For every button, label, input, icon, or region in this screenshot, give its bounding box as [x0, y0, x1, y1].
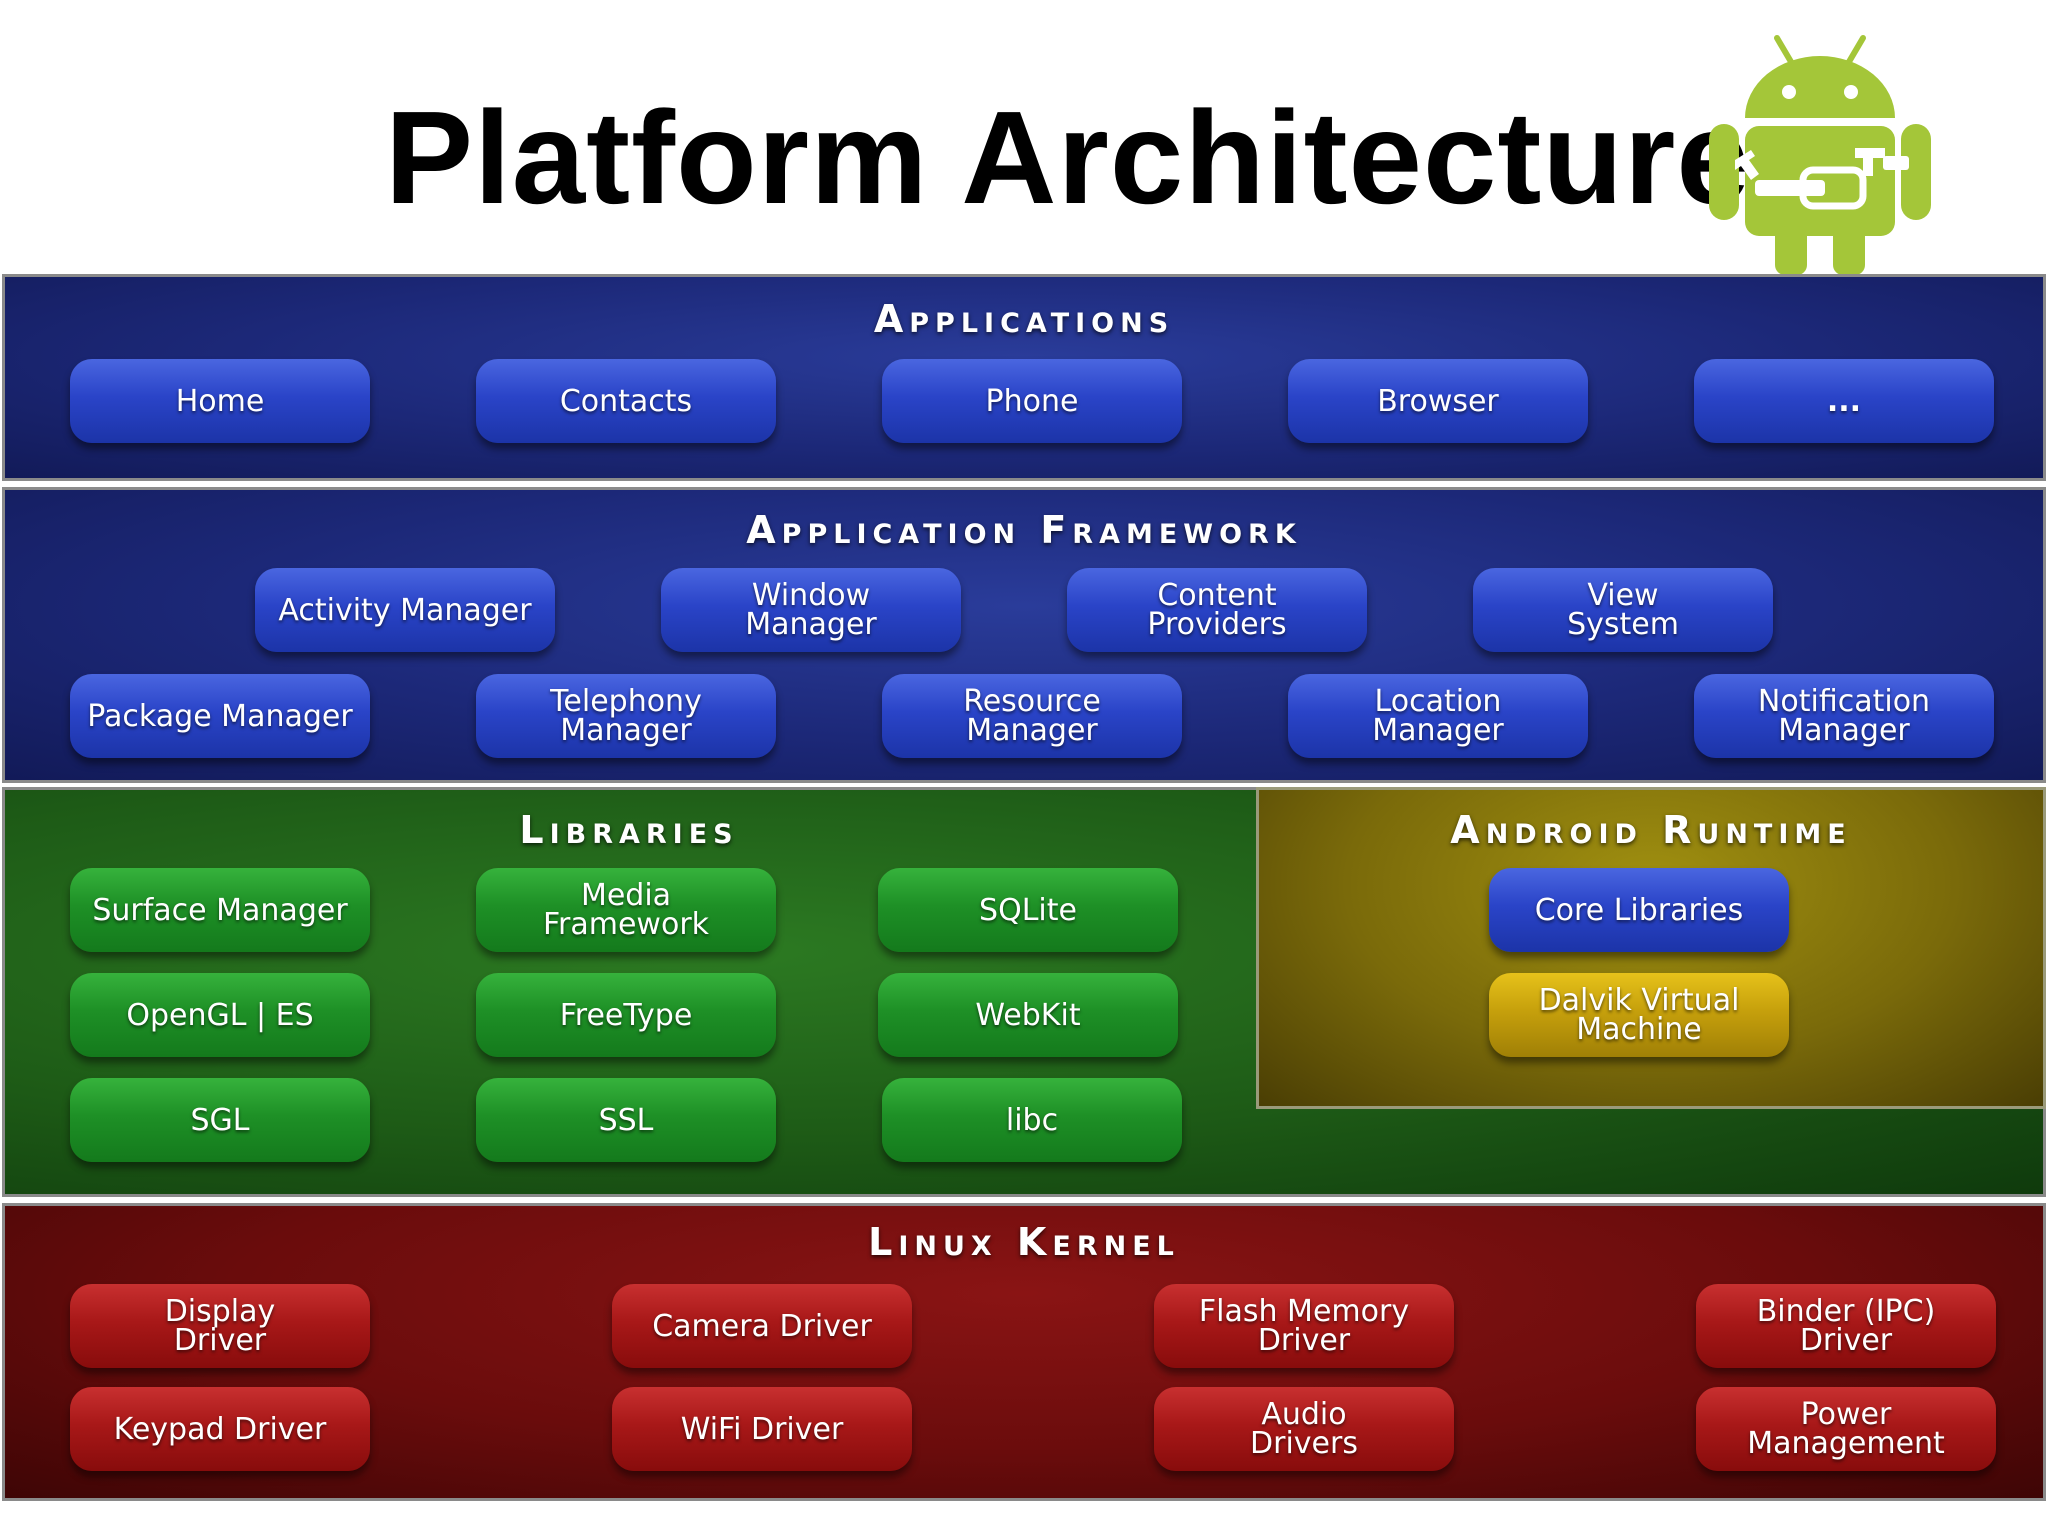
framework-location-manager: Location Manager: [1288, 674, 1588, 758]
kernel-audio-drivers: Audio Drivers: [1154, 1387, 1454, 1471]
runtime-dalvik-virtual-machine: Dalvik Virtual Machine: [1489, 973, 1789, 1057]
library-opengl-es: OpenGL | ES: [70, 973, 370, 1057]
app-phone: Phone: [882, 359, 1182, 443]
android-robot-with-tools-icon: [1709, 35, 1931, 275]
kernel-display-driver: Display Driver: [70, 1284, 370, 1368]
libraries-heading: Libraries: [519, 808, 739, 852]
app-more: ...: [1694, 359, 1994, 443]
kernel-wifi-driver: WiFi Driver: [612, 1387, 912, 1471]
page-title: Platform Architecture: [385, 84, 1751, 231]
app-browser: Browser: [1288, 359, 1588, 443]
library-surface-manager: Surface Manager: [70, 868, 370, 952]
kernel-flash-memory-driver: Flash Memory Driver: [1154, 1284, 1454, 1368]
library-media-framework: Media Framework: [476, 868, 776, 952]
framework-resource-manager: Resource Manager: [882, 674, 1182, 758]
library-sgl: SGL: [70, 1078, 370, 1162]
kernel-power-management: Power Management: [1696, 1387, 1996, 1471]
libraries-layer: Libraries Surface Manager Media Framewor…: [2, 787, 2046, 1197]
application-framework-layer: Application Framework Activity Manager W…: [2, 487, 2046, 783]
framework-package-manager: Package Manager: [70, 674, 370, 758]
linux-kernel-heading: Linux Kernel: [868, 1220, 1180, 1264]
framework-telephony-manager: Telephony Manager: [476, 674, 776, 758]
library-sqlite: SQLite: [878, 868, 1178, 952]
library-libc: libc: [882, 1078, 1182, 1162]
applications-heading: Applications: [873, 297, 1175, 341]
library-ssl: SSL: [476, 1078, 776, 1162]
framework-window-manager: Window Manager: [661, 568, 961, 652]
framework-activity-manager: Activity Manager: [255, 568, 555, 652]
application-framework-heading: Application Framework: [746, 508, 1302, 552]
framework-content-providers: Content Providers: [1067, 568, 1367, 652]
kernel-keypad-driver: Keypad Driver: [70, 1387, 370, 1471]
linux-kernel-layer: Linux Kernel Display Driver Camera Drive…: [2, 1203, 2046, 1501]
framework-notification-manager: Notification Manager: [1694, 674, 1994, 758]
runtime-core-libraries: Core Libraries: [1489, 868, 1789, 952]
kernel-binder-ipc-driver: Binder (IPC) Driver: [1696, 1284, 1996, 1368]
library-freetype: FreeType: [476, 973, 776, 1057]
applications-layer: Applications Home Contacts Phone Browser…: [2, 274, 2046, 481]
app-home: Home: [70, 359, 370, 443]
library-webkit: WebKit: [878, 973, 1178, 1057]
android-runtime-layer: Android Runtime Core Libraries Dalvik Vi…: [1256, 787, 2046, 1109]
kernel-camera-driver: Camera Driver: [612, 1284, 912, 1368]
framework-view-system: View System: [1473, 568, 1773, 652]
app-contacts: Contacts: [476, 359, 776, 443]
android-runtime-heading: Android Runtime: [1450, 808, 1852, 852]
